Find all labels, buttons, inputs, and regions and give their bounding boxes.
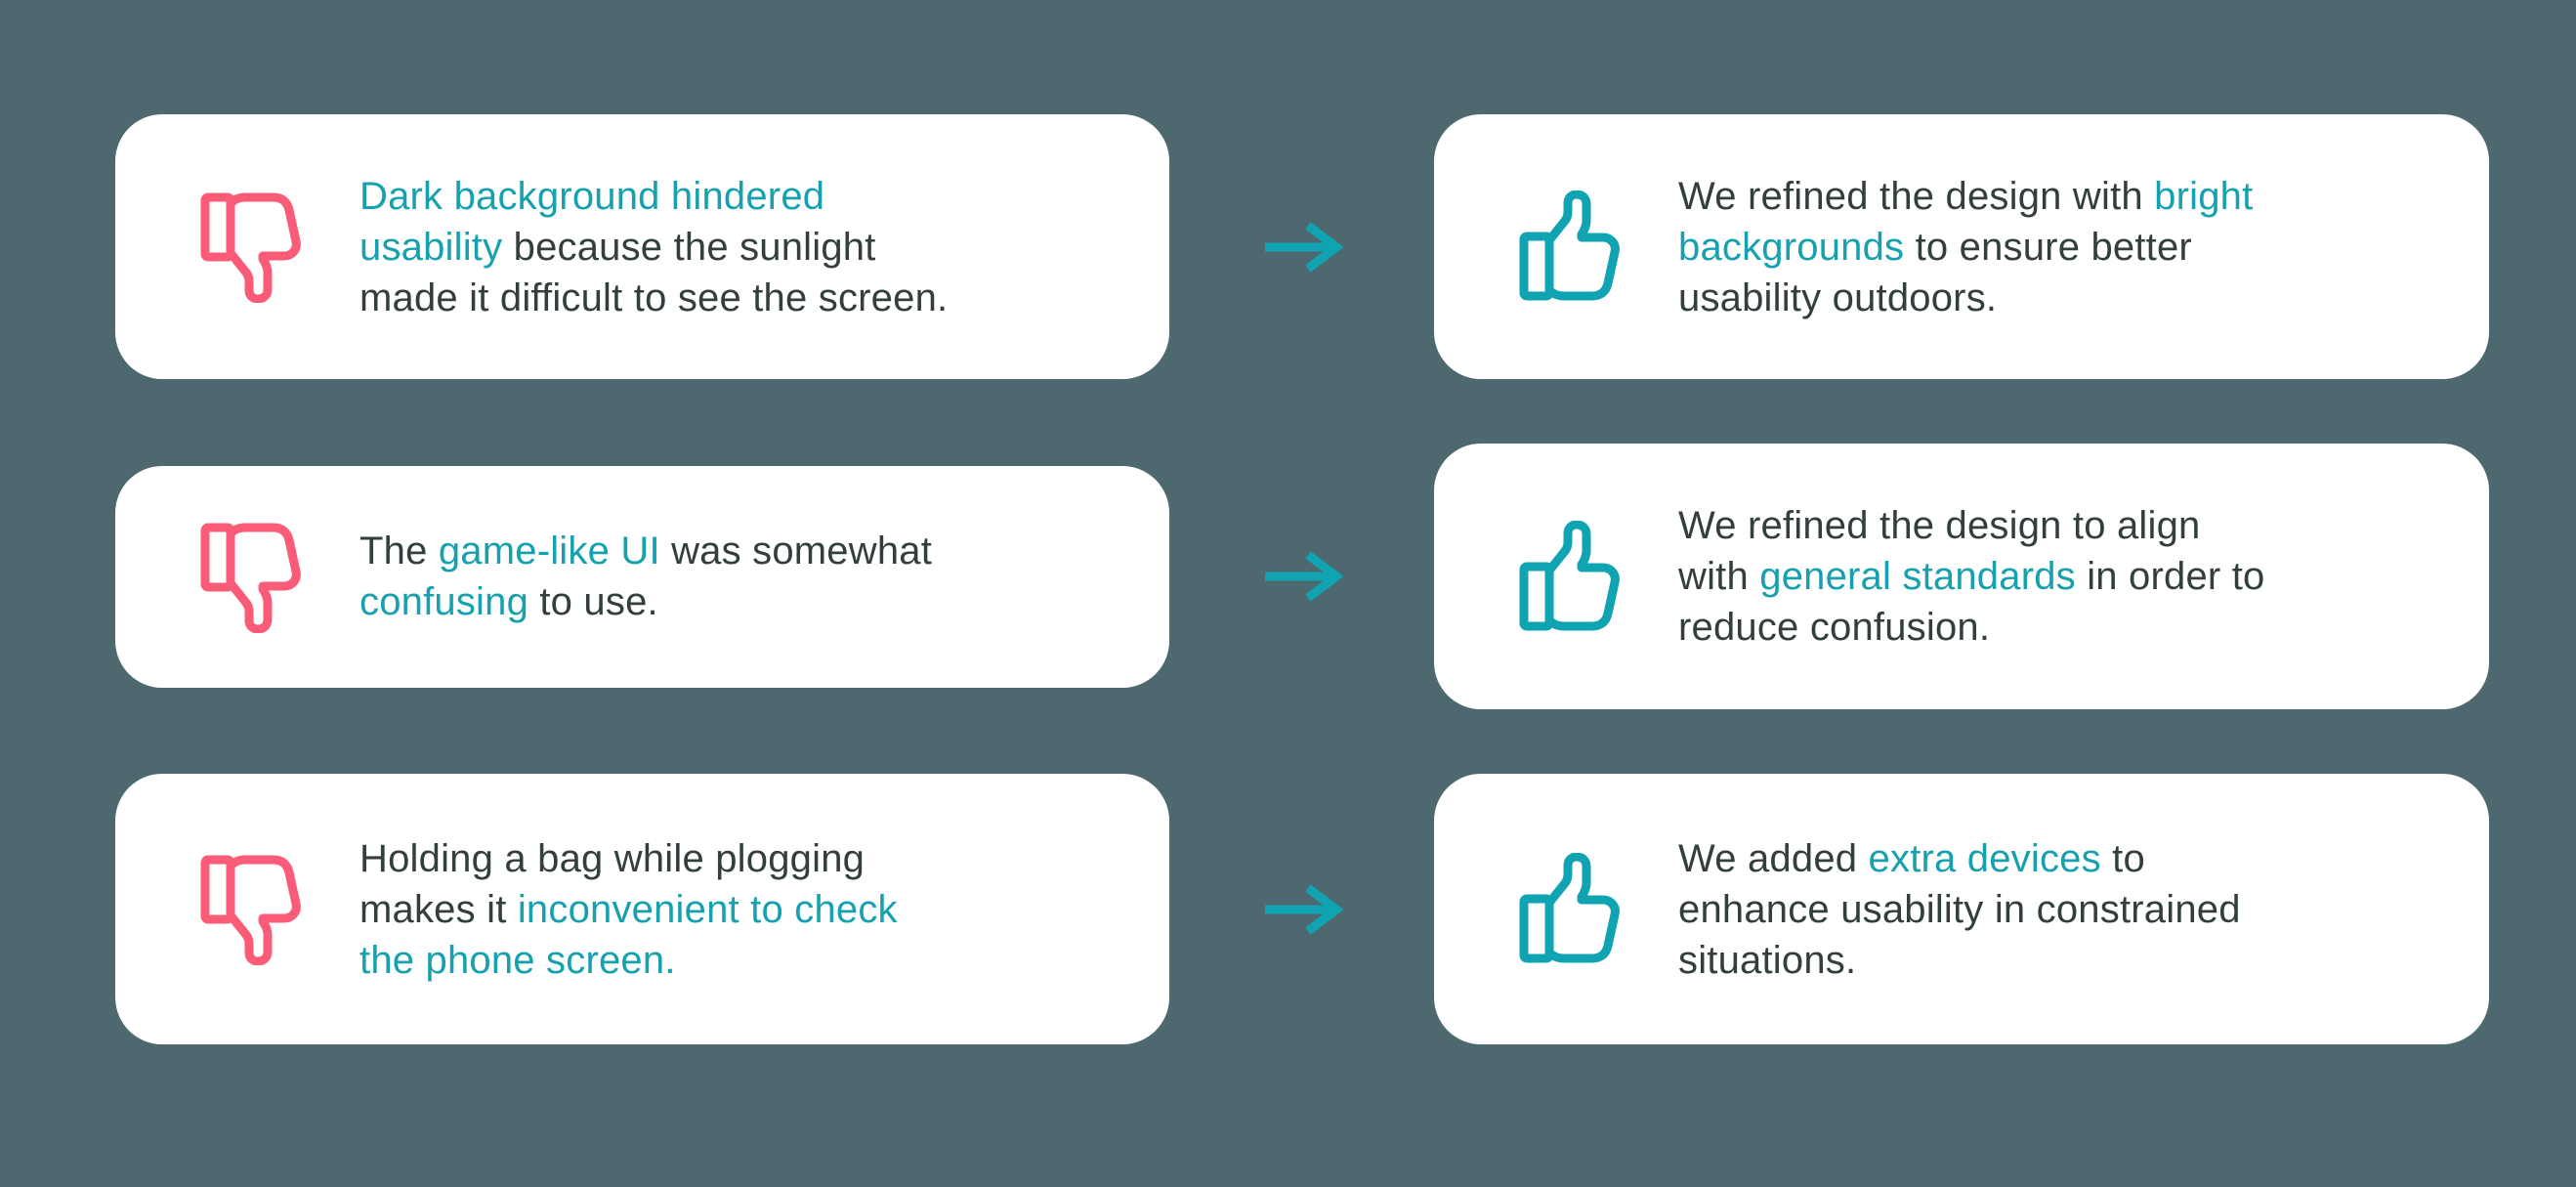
body-text: to ensure better usability outdoors. [1678, 225, 2192, 319]
solution-text: We added extra devices to enhance usabil… [1678, 833, 2241, 986]
body-text: in order to reduce confusion. [1678, 555, 2265, 649]
highlighted-text: general standards [1759, 555, 2076, 598]
solution-text: We refined the design to align with gene… [1678, 500, 2265, 653]
thumbs-up-icon [1517, 521, 1620, 633]
body-text: We refined the design to align with [1678, 504, 2201, 598]
problem-solution-board: Dark background hindered usability becau… [115, 114, 2489, 1044]
highlighted-text: bright backgrounds [1678, 174, 2254, 269]
thumbs-down-icon [198, 853, 301, 965]
problem-text: The game-like UI was somewhat confusing … [359, 526, 932, 627]
problem-card: The game-like UI was somewhat confusing … [115, 465, 1169, 688]
problem-card: Dark background hindered usability becau… [115, 114, 1169, 379]
highlighted-text: confusing [359, 580, 529, 623]
thumbs-down-icon [198, 191, 301, 303]
body-text: Holding a bag while plogging makes it [359, 836, 866, 931]
highlighted-text: extra devices [1868, 836, 2101, 880]
body-text: We added [1678, 836, 1869, 880]
right-arrow-icon [1169, 444, 1434, 709]
body-text: We refined the design with [1678, 174, 2155, 218]
solution-text: We refined the design with bright backgr… [1678, 171, 2253, 323]
thumbs-up-icon [1517, 853, 1620, 965]
highlighted-text: game-like UI [438, 530, 660, 572]
highlighted-text: Dark background hindered usability [359, 174, 825, 269]
solution-card: We refined the design to align with gene… [1434, 444, 2489, 709]
right-arrow-icon [1169, 774, 1434, 1044]
problem-text: Dark background hindered usability becau… [359, 171, 948, 323]
body-text: to enhance usability in constrained situ… [1678, 836, 2241, 982]
problem-text: Holding a bag while plogging makes it in… [359, 833, 898, 986]
body-text: to use. [528, 580, 658, 623]
solution-card: We added extra devices to enhance usabil… [1434, 774, 2489, 1044]
right-arrow-icon [1169, 114, 1434, 379]
highlighted-text: inconvenient to check the phone screen. [359, 887, 898, 982]
thumbs-down-icon [198, 521, 301, 633]
thumbs-up-icon [1517, 191, 1620, 303]
body-text: because the sunlight made it difficult t… [359, 225, 949, 319]
problem-card: Holding a bag while plogging makes it in… [115, 774, 1169, 1044]
body-text: was somewhat [671, 530, 933, 572]
solution-card: We refined the design with bright backgr… [1434, 114, 2489, 379]
body-text: The [359, 530, 439, 572]
